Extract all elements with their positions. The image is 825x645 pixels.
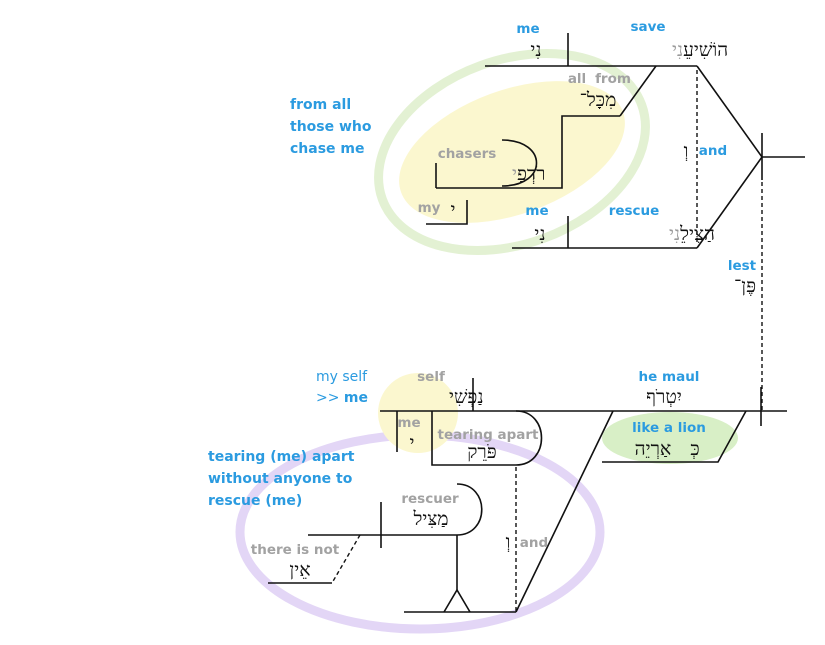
rescuer-gloss: rescuer [401, 491, 459, 507]
tearing-gloss: tearing apart [438, 427, 540, 443]
rescuer-hebrew: מַצִּיל [412, 508, 448, 530]
prep-hebrew: מִכָּל־ [580, 89, 617, 111]
top-green-ring [374, 49, 650, 255]
maul-hebrew: יִטְרֹף [646, 386, 682, 408]
prep-gloss-all: all [568, 71, 586, 87]
bottom-note-line-1: tearing (me) apart [208, 449, 355, 465]
self-hebrew: נַפְשִׁ [454, 386, 484, 408]
conj-gloss-bottom: and [520, 535, 548, 551]
me-gloss: me [397, 415, 420, 431]
bottom-clause-lines [268, 378, 787, 613]
verb2-suffix: נִי [669, 223, 680, 245]
self-gloss: self [417, 369, 445, 385]
verb-hebrew-group: הוֹשִׁיעֵנִי [672, 39, 728, 61]
conj-hebrew-top: וְ [684, 140, 689, 162]
verb2-gloss: rescue [609, 203, 660, 219]
object2-hebrew: נִי [534, 223, 545, 245]
tearing-hebrew: פֹּרֵק [467, 441, 496, 463]
like-lion-gloss: like a lion [632, 420, 706, 436]
verb-suffix: נִי [672, 39, 683, 61]
top-note-line-2: those who [290, 119, 372, 135]
note-arrow-word: me [344, 390, 368, 406]
top-note-line-3: chase me [290, 141, 365, 157]
self-yellow-highlight [378, 373, 458, 453]
self-suffix: י [449, 386, 454, 408]
verb2-hebrew-group: הַצִּילֵנִי [669, 223, 715, 245]
lion-hebrew: אַרְיֵה [635, 438, 672, 460]
bottom-note-line-3: rescue (me) [208, 493, 302, 509]
conj-gloss-top: and [699, 143, 727, 159]
lion-green-highlight [602, 412, 738, 464]
self-hebrew-group: נַפְשִׁי [449, 386, 484, 408]
pursuers-hebrew-group: רֹדְפַי [512, 163, 545, 185]
lest-gloss: lest [728, 258, 757, 274]
not-hebrew: אֵין [289, 559, 310, 581]
my-hebrew: י [451, 199, 456, 221]
pursuers-gloss: chasers [438, 146, 497, 162]
conj-hebrew-bottom: וְ [506, 531, 511, 553]
object-hebrew: נִי [530, 39, 541, 61]
my-gloss: my [418, 200, 441, 216]
maul-gloss: he maul [639, 369, 700, 385]
object-gloss: me [516, 21, 539, 37]
top-clause-lines [426, 33, 805, 249]
kaph-hebrew: כְּ [690, 438, 699, 460]
verb-hebrew: הוֹשִׁיעֵ [683, 39, 728, 61]
note-arrow-prefix: >> [316, 390, 344, 406]
lest-hebrew: פֶּן־ [734, 275, 756, 297]
verb-gloss: save [630, 19, 665, 35]
bottom-note-line-2: without anyone to [208, 471, 353, 487]
pursuers-suffix: י [512, 163, 517, 185]
pursuers-hebrew: רֹדְפַ [517, 163, 545, 185]
not-gloss: there is not [251, 542, 340, 558]
me-hebrew: י [410, 432, 415, 454]
top-note-line-1: from all [290, 97, 351, 113]
prep-gloss-from: from [595, 71, 631, 87]
note-arrow-me: >> me [316, 390, 368, 406]
verb2-hebrew: הַצִּילֵ [679, 223, 715, 245]
object2-gloss: me [525, 203, 548, 219]
note-myself: my self [316, 369, 368, 385]
